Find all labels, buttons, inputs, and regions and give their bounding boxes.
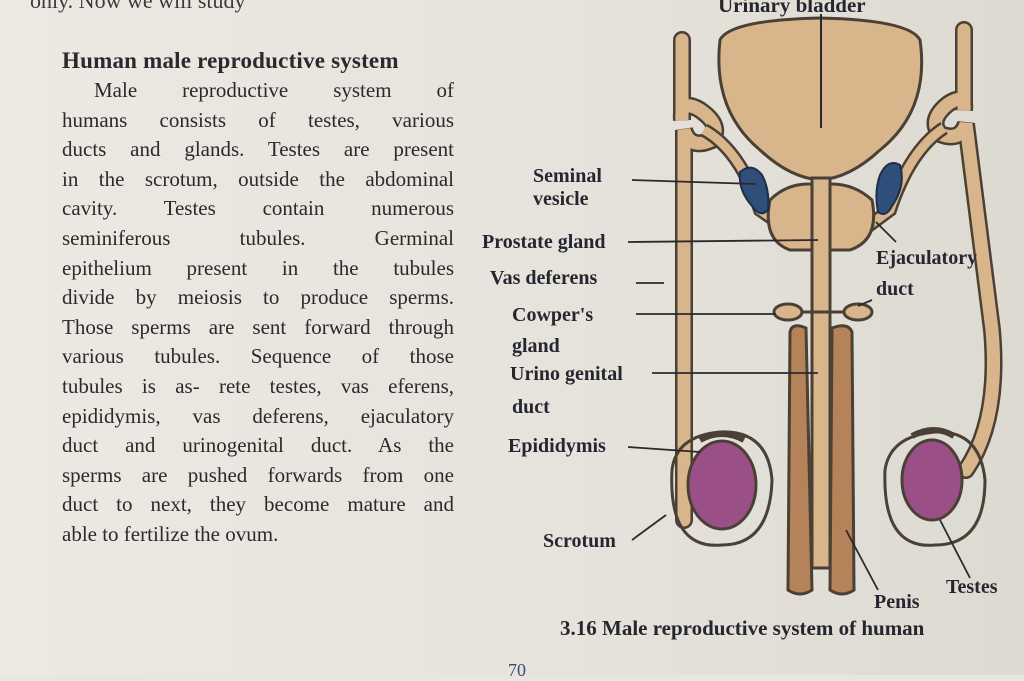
label-ejaculatory-duct: Ejaculatory [876, 247, 978, 269]
paragraph-line: Those sperms are sent forward through [62, 314, 454, 339]
label-urinary-bladder: Urinary bladder [718, 0, 866, 17]
paragraph-line: in the scrotum, outside the abdominal [62, 166, 454, 191]
paragraph-line: cavity. Testes contain numerous [62, 196, 454, 221]
paragraph-line: epididymis, vas deferens, ejaculatory [62, 403, 454, 428]
label-vas-deferens: Vas deferens [490, 267, 598, 289]
cowpers-gland-right [842, 302, 874, 322]
paragraph-line: humans consists of testes, various [62, 107, 454, 132]
label-urino-genital-duct-2: duct [512, 396, 550, 418]
page-number: 70 [508, 660, 526, 680]
seminal-vesicle-left [738, 166, 770, 215]
section-heading: Human male reproductive system [62, 48, 399, 73]
testis-left [686, 439, 758, 531]
figure-caption: 3.16 Male reproductive system of human [560, 616, 925, 640]
cowpers-gland-left [772, 302, 804, 322]
paragraph-line: able to fertilize the ovum. [62, 521, 279, 546]
paragraph-line: epithelium present in the tubules [62, 255, 454, 280]
penis-right [828, 324, 856, 596]
page-top-fragment: only. Now we will study [30, 0, 246, 13]
paragraph-line: sperms are pushed forwards from one [62, 462, 454, 487]
label-cowpers-gland: Cowper's [512, 304, 594, 326]
paragraph-line: various tubules. Sequence of those [62, 344, 454, 369]
label-testes: Testes [946, 576, 998, 598]
paragraph-line: seminiferous tubules. Germinal [62, 225, 454, 250]
epididymis-left [698, 431, 746, 443]
paragraph-line: duct and urinogenital duct. As the [62, 433, 454, 458]
label-ejaculatory-duct-2: duct [876, 278, 914, 300]
label-scrotum: Scrotum [543, 530, 616, 552]
paragraph-line: divide by meiosis to produce sperms. [62, 285, 454, 310]
paragraph-line: ducts and glands. Testes are present [62, 137, 454, 162]
paragraph-line: tubules is as- rete testes, vas eferens, [62, 373, 454, 398]
seminal-vesicle-right [875, 162, 903, 215]
label-epididymis: Epididymis [508, 435, 606, 457]
label-urino-genital-duct: Urino genital [510, 363, 623, 385]
section-paragraph: Male reproductive system of humans consi… [62, 76, 454, 550]
paragraph-line: Male reproductive system of [94, 78, 454, 102]
label-penis: Penis [874, 591, 920, 613]
label-seminal-vesicle: Seminal [533, 165, 602, 187]
label-seminal-vesicle-2: vesicle [533, 188, 589, 210]
leader-lines [627, 179, 971, 591]
epididymis-right [910, 427, 956, 439]
testis-right [900, 438, 964, 522]
penis-left [786, 324, 814, 596]
label-prostate-gland: Prostate gland [482, 231, 606, 253]
paragraph-line: duct to next, they become mature and [62, 492, 454, 517]
label-cowpers-gland-2: gland [512, 335, 560, 357]
